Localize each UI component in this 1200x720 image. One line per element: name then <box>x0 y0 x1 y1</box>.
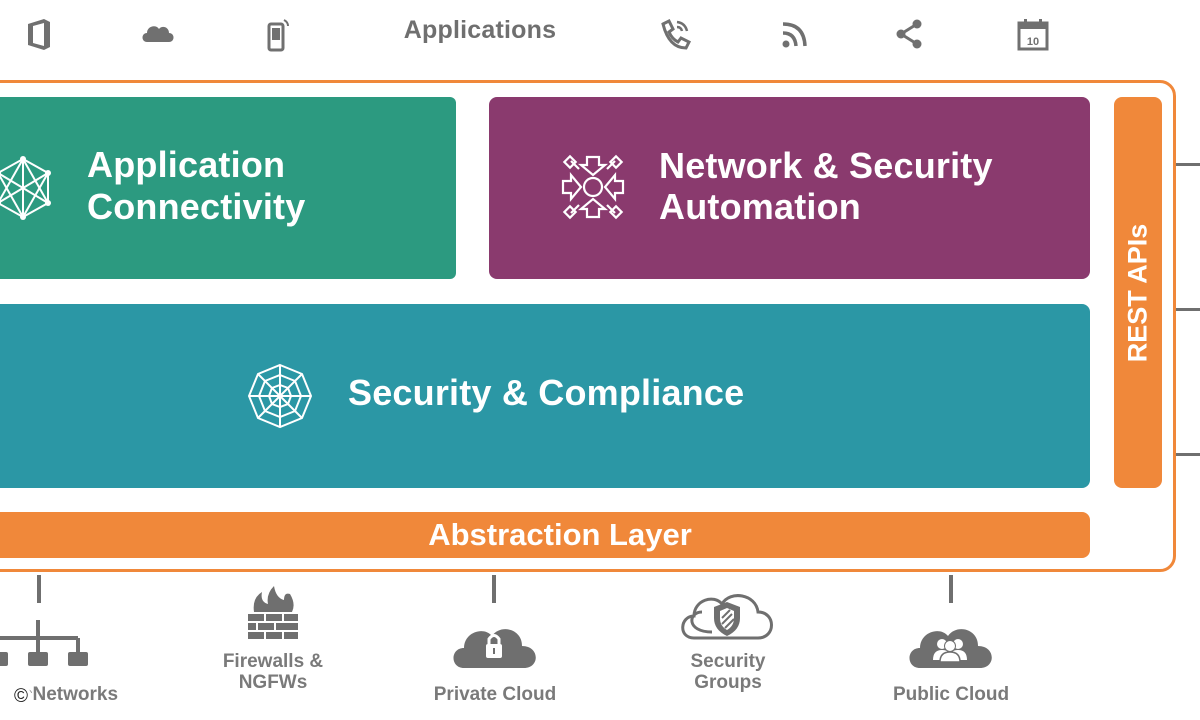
calendar-icon: 10 <box>1013 14 1053 54</box>
application-connectivity-line1: Application <box>87 144 286 185</box>
application-connectivity-title: Application Connectivity <box>87 144 305 228</box>
rss-feed-icon <box>775 14 815 54</box>
applications-label: Applications <box>403 16 557 44</box>
firewalls-line1: Firewalls & <box>222 651 324 672</box>
rest-apis-bar: REST APIs <box>1114 97 1162 488</box>
security-groups-label: Security Groups <box>660 651 796 693</box>
network-security-automation-line1: Network & Security <box>659 145 993 186</box>
security-compliance-title: Security & Compliance <box>348 372 745 413</box>
platform-frame <box>0 80 1176 572</box>
networks-text: Networks <box>32 684 119 705</box>
down-connector-networks <box>37 575 41 603</box>
security-groups-line2: Groups <box>694 672 762 693</box>
firewall-icon <box>244 584 302 642</box>
application-connectivity-block: Application Connectivity <box>0 97 456 279</box>
network-tree-icon <box>0 620 94 668</box>
firewalls-line2: NGFWs <box>238 672 308 693</box>
phone-call-icon <box>655 14 695 54</box>
mobile-phone-icon <box>258 14 298 54</box>
firewalls-label: Firewalls & NGFWs <box>200 651 346 693</box>
public-cloud-label: Public Cloud <box>892 684 1010 705</box>
security-groups-shield-icon <box>678 586 776 644</box>
abstraction-layer-bar: Abstraction Layer <box>0 512 1090 558</box>
right-connector-middle <box>1176 308 1200 311</box>
security-groups-line1: Security <box>690 651 766 672</box>
right-connector-top <box>1176 163 1200 166</box>
cloud-icon <box>138 14 178 54</box>
security-compliance-block: Security & Compliance <box>0 304 1090 488</box>
gear-arrows-icon <box>557 151 629 223</box>
office-icon <box>18 14 58 54</box>
private-cloud-lock-icon <box>450 616 540 672</box>
rest-apis-label: REST APIs <box>1122 223 1153 362</box>
calendar-day: 10 <box>1027 36 1039 48</box>
copyright-mark: © <box>10 686 32 708</box>
private-cloud-label: Private Cloud <box>433 684 557 705</box>
down-connector-public-cloud <box>949 575 953 603</box>
network-security-automation-title: Network & Security Automation <box>659 145 993 227</box>
mesh-network-icon <box>0 155 56 221</box>
spider-web-icon <box>246 362 314 430</box>
down-connector-private-cloud <box>492 575 496 603</box>
right-connector-bottom <box>1176 453 1200 456</box>
public-cloud-people-icon <box>906 616 996 672</box>
application-connectivity-line2: Connectivity <box>87 186 306 227</box>
share-icon <box>890 14 930 54</box>
network-security-automation-block: Network & Security Automation <box>489 97 1090 279</box>
abstraction-layer-label: Abstraction Layer <box>428 517 692 552</box>
network-security-automation-line2: Automation <box>659 186 861 227</box>
